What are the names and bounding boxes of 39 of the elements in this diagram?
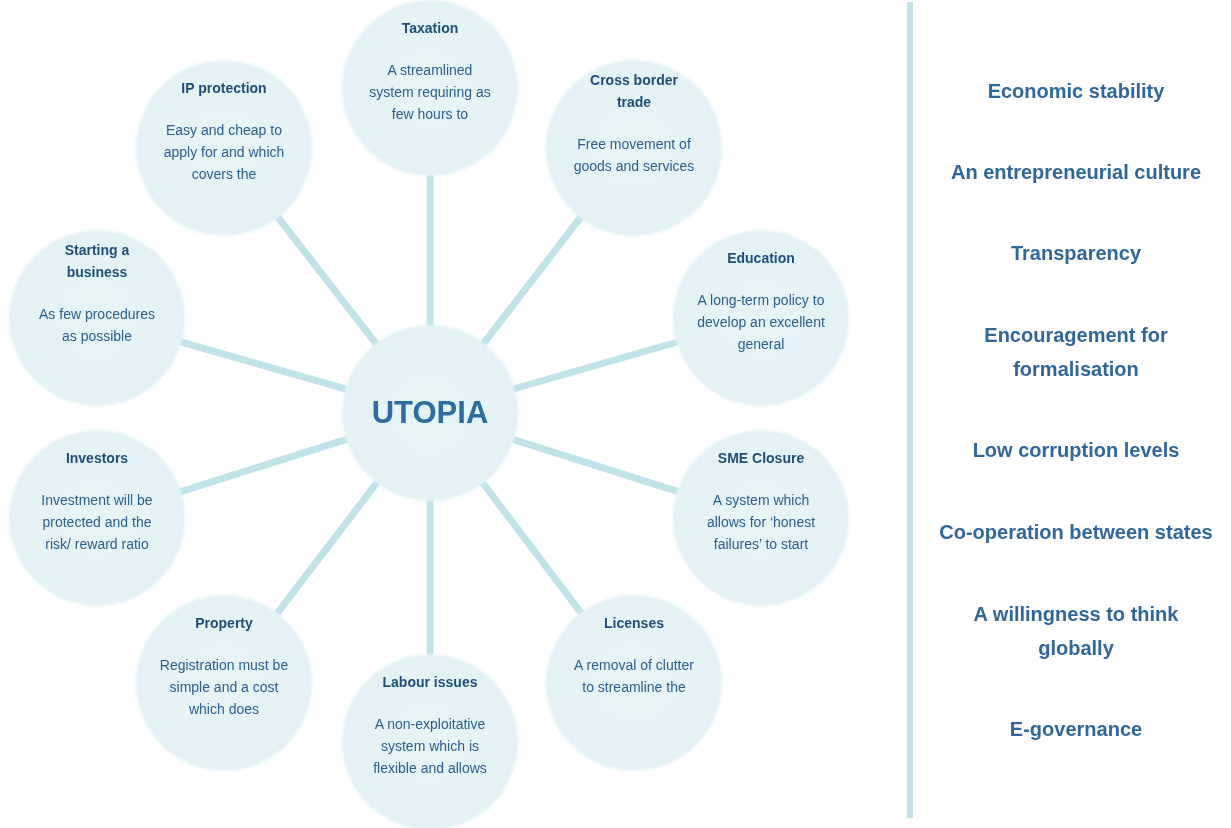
topic-description: Easy and cheap to apply for and which covers the	[162, 121, 286, 184]
topic-heading: Licenses	[603, 614, 665, 633]
connector-line	[426, 500, 434, 655]
topic-heading: Taxation	[400, 19, 460, 38]
connector-line	[479, 480, 585, 616]
connector-line	[426, 175, 434, 326]
topic-heading: Investors	[64, 449, 130, 468]
topic-description: A removal of clutter to streamline the	[573, 656, 695, 697]
hub-title: UTOPIA	[371, 395, 489, 431]
principle-text: Economic stability	[986, 79, 1166, 104]
connector-line	[274, 480, 380, 616]
principle-text: A willingness to think globally	[972, 602, 1180, 661]
topic-description: Registration must be simple and a cost which does	[159, 656, 289, 719]
principle-text: Encouragement for formalisation	[983, 323, 1169, 382]
topic-description: A non-exploitative system which is flexible and allows	[372, 715, 488, 778]
connector-line	[179, 338, 348, 393]
topic-description: Free movement of goods and services	[572, 135, 696, 176]
connector-line	[178, 435, 349, 496]
topic-description: A streamlined system requiring as few hours to	[368, 61, 492, 124]
topic-heading: IP protection	[180, 79, 268, 98]
connector-line	[274, 214, 380, 347]
topic-heading: SME Closure	[716, 449, 806, 468]
principle-text: Co-operation between states	[938, 520, 1214, 545]
connector-line	[512, 338, 679, 393]
topic-description: A long-term policy to develop an excellent general	[696, 291, 826, 354]
connector-line	[511, 435, 680, 496]
principle-text: Transparency	[1009, 241, 1143, 266]
topic-heading: Labour issues	[381, 673, 479, 692]
principle-text: E-governance	[1008, 717, 1144, 742]
topic-heading: Education	[726, 249, 796, 268]
topic-heading: Property	[194, 614, 254, 633]
topic-description: As few procedures as possible	[38, 305, 156, 346]
topic-description: Investment will be protected and the risk/ reward ratio	[40, 491, 154, 554]
principle-text: Low corruption levels	[971, 438, 1181, 463]
topic-heading: Cross border trade	[589, 71, 679, 112]
topic-description: A system which allows for ‘honest failures’ to start	[705, 491, 817, 554]
principle-text: An entrepreneurial culture	[949, 160, 1203, 185]
connector-line	[480, 214, 584, 347]
topic-heading: Starting a business	[63, 241, 131, 282]
